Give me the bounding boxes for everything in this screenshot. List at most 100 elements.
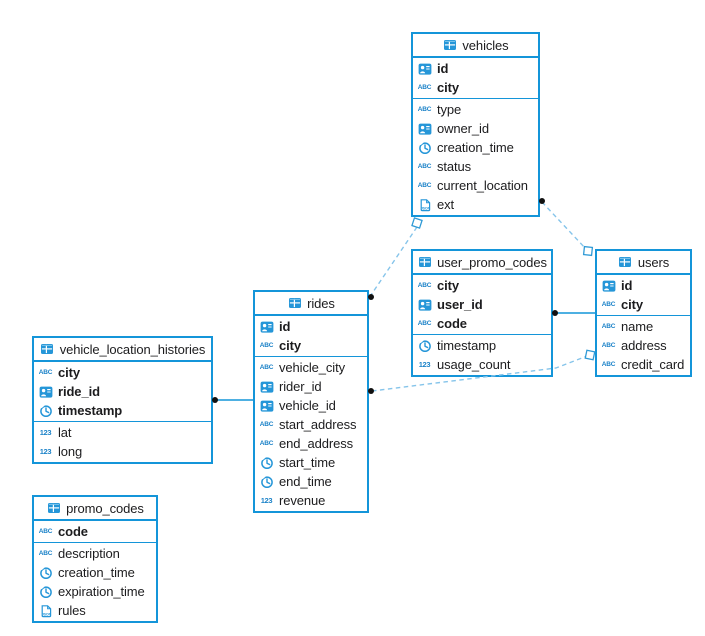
text-icon: ABC: [38, 550, 53, 557]
relationship-line-vehicles-users[interactable]: [541, 201, 587, 250]
field-row-start-address[interactable]: ABC start_address: [255, 415, 367, 434]
field-name: city: [621, 297, 644, 312]
field-name: code: [437, 316, 467, 331]
table-user-promo-codes[interactable]: user_promo_codes ABC city user_id ABC co…: [411, 249, 553, 377]
field-row-id[interactable]: id: [597, 276, 690, 295]
field-row-expiration-time[interactable]: expiration_time: [34, 582, 156, 601]
field-row-end-time[interactable]: end_time: [255, 472, 367, 491]
table-vehicles-header[interactable]: vehicles: [413, 34, 538, 58]
field-row-long[interactable]: 123 long: [34, 442, 211, 461]
number-icon: 123: [39, 447, 52, 456]
json-icon: [38, 604, 53, 618]
field-name: usage_count: [437, 357, 511, 372]
field-row-type[interactable]: ABC type: [413, 100, 538, 119]
table-title: users: [637, 254, 670, 270]
field-name: id: [621, 278, 633, 293]
field-name: city: [58, 365, 81, 380]
field-name: end_address: [279, 436, 354, 451]
table-user-promo-codes-header[interactable]: user_promo_codes: [413, 251, 551, 275]
text-icon: ABC: [601, 361, 616, 368]
time-icon: [259, 456, 274, 470]
field-row-owner-id[interactable]: owner_id: [413, 119, 538, 138]
table-vehicle-location-histories-header[interactable]: vehicle_location_histories: [34, 338, 211, 362]
id-icon: [259, 399, 274, 413]
field-row-rules[interactable]: rules: [34, 601, 156, 620]
field-row-credit-card[interactable]: ABC credit_card: [597, 355, 690, 374]
text-icon: ABC: [259, 342, 274, 349]
field-row-id[interactable]: id: [413, 59, 538, 78]
field-row-city[interactable]: ABC city: [597, 295, 690, 314]
table-users[interactable]: users id ABC city ABC name ABC address A…: [595, 249, 692, 377]
field-row-name[interactable]: ABC name: [597, 317, 690, 336]
table-icon: [442, 38, 457, 52]
time-icon: [38, 585, 53, 599]
table-vehicles[interactable]: vehicles id ABC city ABC type owner_id: [411, 32, 540, 217]
id-icon: [601, 279, 616, 293]
field-row-ext[interactable]: ext: [413, 195, 538, 214]
field-row-vehicle-id[interactable]: vehicle_id: [255, 396, 367, 415]
field-row-description[interactable]: ABC description: [34, 544, 156, 563]
field-name: creation_time: [437, 140, 514, 155]
field-name: start_address: [279, 417, 357, 432]
field-row-usage-count[interactable]: 123 usage_count: [413, 355, 551, 374]
field-name: long: [58, 444, 83, 459]
table-icon: [40, 342, 55, 356]
field-row-status[interactable]: ABC status: [413, 157, 538, 176]
time-icon: [417, 141, 432, 155]
number-icon: 123: [39, 428, 52, 437]
field-row-current-location[interactable]: ABC current_location: [413, 176, 538, 195]
field-row-id[interactable]: id: [255, 317, 367, 336]
field-row-city[interactable]: ABC city: [413, 78, 538, 97]
text-icon: ABC: [259, 364, 274, 371]
field-row-city[interactable]: ABC city: [255, 336, 367, 355]
table-users-header[interactable]: users: [597, 251, 690, 275]
field-name: city: [437, 278, 460, 293]
field-row-revenue[interactable]: 123 revenue: [255, 491, 367, 510]
field-row-city[interactable]: ABC city: [34, 363, 211, 382]
field-row-creation-time[interactable]: creation_time: [413, 138, 538, 157]
id-icon: [417, 62, 432, 76]
text-icon: ABC: [417, 106, 432, 113]
table-title: user_promo_codes: [437, 254, 547, 270]
table-rides[interactable]: rides id ABC city ABC vehicle_city rider…: [253, 290, 369, 513]
field-row-end-address[interactable]: ABC end_address: [255, 434, 367, 453]
field-name: code: [58, 524, 88, 539]
field-name: credit_card: [621, 357, 685, 372]
field-row-user-id[interactable]: user_id: [413, 295, 551, 314]
field-row-address[interactable]: ABC address: [597, 336, 690, 355]
field-row-vehicle-city[interactable]: ABC vehicle_city: [255, 358, 367, 377]
id-icon: [417, 122, 432, 136]
field-name: name: [621, 319, 654, 334]
time-icon: [38, 566, 53, 580]
field-name: vehicle_id: [279, 398, 336, 413]
field-row-rider-id[interactable]: rider_id: [255, 377, 367, 396]
text-icon: ABC: [417, 282, 432, 289]
table-vehicle-location-histories[interactable]: vehicle_location_histories ABC city ride…: [32, 336, 213, 464]
number-icon: 123: [418, 360, 431, 369]
field-row-timestamp[interactable]: timestamp: [413, 336, 551, 355]
field-row-creation-time[interactable]: creation_time: [34, 563, 156, 582]
field-name: user_id: [437, 297, 483, 312]
connector-square: [582, 245, 594, 257]
field-row-code[interactable]: ABC code: [34, 522, 156, 541]
field-name: vehicle_city: [279, 360, 345, 375]
table-promo-codes-header[interactable]: promo_codes: [34, 497, 156, 521]
field-row-lat[interactable]: 123 lat: [34, 423, 211, 442]
field-name: city: [279, 338, 302, 353]
text-icon: ABC: [38, 528, 53, 535]
field-row-ride-id[interactable]: ride_id: [34, 382, 211, 401]
text-icon: ABC: [417, 182, 432, 189]
field-name: end_time: [279, 474, 332, 489]
table-promo-codes[interactable]: promo_codes ABC code ABC description cre…: [32, 495, 158, 623]
field-row-timestamp[interactable]: timestamp: [34, 401, 211, 420]
table-rides-header[interactable]: rides: [255, 292, 367, 316]
time-icon: [259, 475, 274, 489]
field-name: rider_id: [279, 379, 322, 394]
table-icon: [287, 296, 302, 310]
field-row-city[interactable]: ABC city: [413, 276, 551, 295]
field-row-code[interactable]: ABC code: [413, 314, 551, 333]
field-row-start-time[interactable]: start_time: [255, 453, 367, 472]
text-icon: ABC: [38, 369, 53, 376]
field-name: revenue: [279, 493, 326, 508]
